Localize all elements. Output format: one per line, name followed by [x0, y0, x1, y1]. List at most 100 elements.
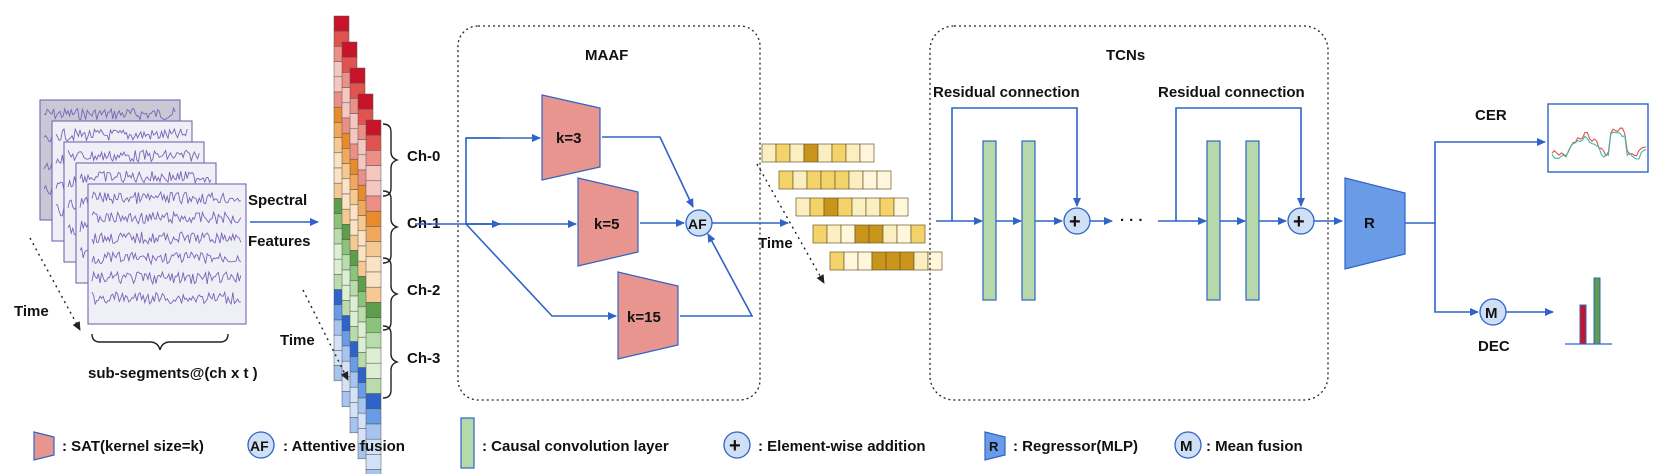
fused-feature-cell: [843, 251, 859, 271]
residual-label-1: Residual connection: [933, 84, 1080, 101]
legend-mean-icon: [1174, 431, 1202, 459]
spectral-feature-stack: [333, 15, 382, 474]
spectral-cell: [365, 226, 382, 242]
spectral-cell: [365, 271, 382, 288]
arrow-k3-to-af: [602, 136, 694, 208]
channel-label-0: Ch-0: [407, 148, 440, 165]
fused-feature-cell: [817, 143, 833, 163]
mean-fusion-label: M: [1485, 305, 1498, 322]
causal-conv-1b: [1021, 140, 1036, 301]
legend-af-icon: [247, 431, 275, 459]
legend-regressor-icon-label: R: [989, 439, 999, 454]
signal-trace: [91, 210, 242, 225]
arrow-to-k3: [465, 134, 541, 224]
causal-conv-2a: [1206, 140, 1221, 301]
ellipsis: · · ·: [1120, 212, 1143, 229]
fused-feature-cell: [809, 197, 825, 217]
fused-feature-cell: [854, 224, 870, 244]
time-label-spectral: Time: [280, 332, 315, 349]
legend-regressor-icon: [984, 431, 1006, 461]
fused-feature-cell: [829, 251, 845, 271]
signal-trace: [91, 190, 241, 205]
fused-feature-cell: [913, 251, 929, 271]
spectral-cell: [365, 423, 382, 440]
regressor-label: R: [1364, 215, 1375, 232]
fused-feature-cell: [845, 143, 861, 163]
spectral-cell: [365, 180, 382, 197]
sat-k15-trapezoid: [617, 271, 679, 360]
spectral-cell: [365, 302, 382, 318]
residual-connection-1: [951, 107, 1081, 221]
causal-conv-2b: [1245, 140, 1260, 301]
spectral-label: Spectral: [248, 192, 307, 209]
spectral-cell: [333, 15, 350, 32]
fused-feature-cell: [868, 224, 884, 244]
cer-output-plot: [1547, 103, 1649, 173]
fused-feature-cell: [778, 170, 794, 190]
spectral-cell: [365, 378, 382, 394]
dec-label: DEC: [1478, 338, 1510, 355]
spectral-cell: [365, 332, 382, 349]
fused-feature-cell: [862, 170, 878, 190]
arrow-to-cer: [1405, 138, 1546, 224]
sat-k3-trapezoid: [541, 94, 601, 181]
fused-feature-cell: [879, 197, 895, 217]
dec-bar-2: [1593, 277, 1601, 345]
signal-trace: [43, 106, 176, 121]
tcn-block: [929, 25, 1329, 401]
dec-bar-1: [1579, 304, 1587, 345]
subsegment-brace: [91, 333, 229, 351]
fused-feature-cell: [823, 197, 839, 217]
arrow-k15-to-af: [680, 233, 754, 317]
legend-af-icon-label: AF: [250, 438, 269, 454]
add-icon-2: +: [1293, 211, 1305, 233]
arrow-to-mean-fusion: [1434, 223, 1479, 316]
signal-trace: [67, 149, 200, 163]
signal-trace: [91, 290, 241, 306]
residual-connection-2: [1175, 107, 1305, 221]
signal-trace: [55, 127, 188, 143]
fused-feature-cell: [826, 224, 842, 244]
fused-feature-cell: [792, 170, 808, 190]
regressor-trapezoid: [1344, 177, 1406, 270]
fused-feature-cell: [795, 197, 811, 217]
fused-feature-cell: [761, 143, 777, 163]
signal-subsegments: [39, 99, 247, 325]
legend-add: : Element-wise addition: [758, 438, 926, 455]
spectral-cell: [365, 134, 382, 151]
fused-feature-cell: [803, 143, 819, 163]
spectral-cell: [365, 210, 382, 227]
fused-feature-cell: [871, 251, 887, 271]
fused-feature-cell: [910, 224, 926, 244]
legend-causal-icon: [460, 417, 475, 469]
legend-regressor: : Regressor(MLP): [1013, 438, 1138, 455]
sat-k5-trapezoid: [577, 177, 639, 267]
maaf-title: MAAF: [585, 47, 628, 64]
signal-trace: [91, 251, 242, 266]
fused-feature-cell: [820, 170, 836, 190]
spectral-cell: [365, 469, 382, 474]
cer-series-actual: [1551, 131, 1647, 160]
arrow-to-k15: [465, 223, 617, 320]
fused-feature-cell: [896, 224, 912, 244]
fused-feature-cell: [899, 251, 915, 271]
fused-feature-cell: [882, 224, 898, 244]
signal-panel-4: [87, 183, 247, 325]
fused-feature-cell: [806, 170, 822, 190]
spectral-cell: [365, 362, 382, 379]
fused-feature-cell: [857, 251, 873, 271]
legend-af: : Attentive fusion: [283, 438, 405, 455]
channel-label-3: Ch-3: [407, 350, 440, 367]
channel-braces: [382, 123, 400, 399]
fused-feature-cell: [851, 197, 867, 217]
legend-mean: : Mean fusion: [1206, 438, 1303, 455]
time-label-left: Time: [14, 303, 49, 320]
sat-k3-label: k=3: [556, 130, 581, 147]
legend-sat-icon: [33, 431, 55, 461]
spectral-cell: [365, 347, 382, 364]
subsegments-label: sub-segments@(ch x t ): [88, 365, 258, 382]
signal-trace: [91, 270, 242, 286]
legend-sat: : SAT(kernel size=k): [62, 438, 204, 455]
spectral-cell: [365, 150, 382, 166]
